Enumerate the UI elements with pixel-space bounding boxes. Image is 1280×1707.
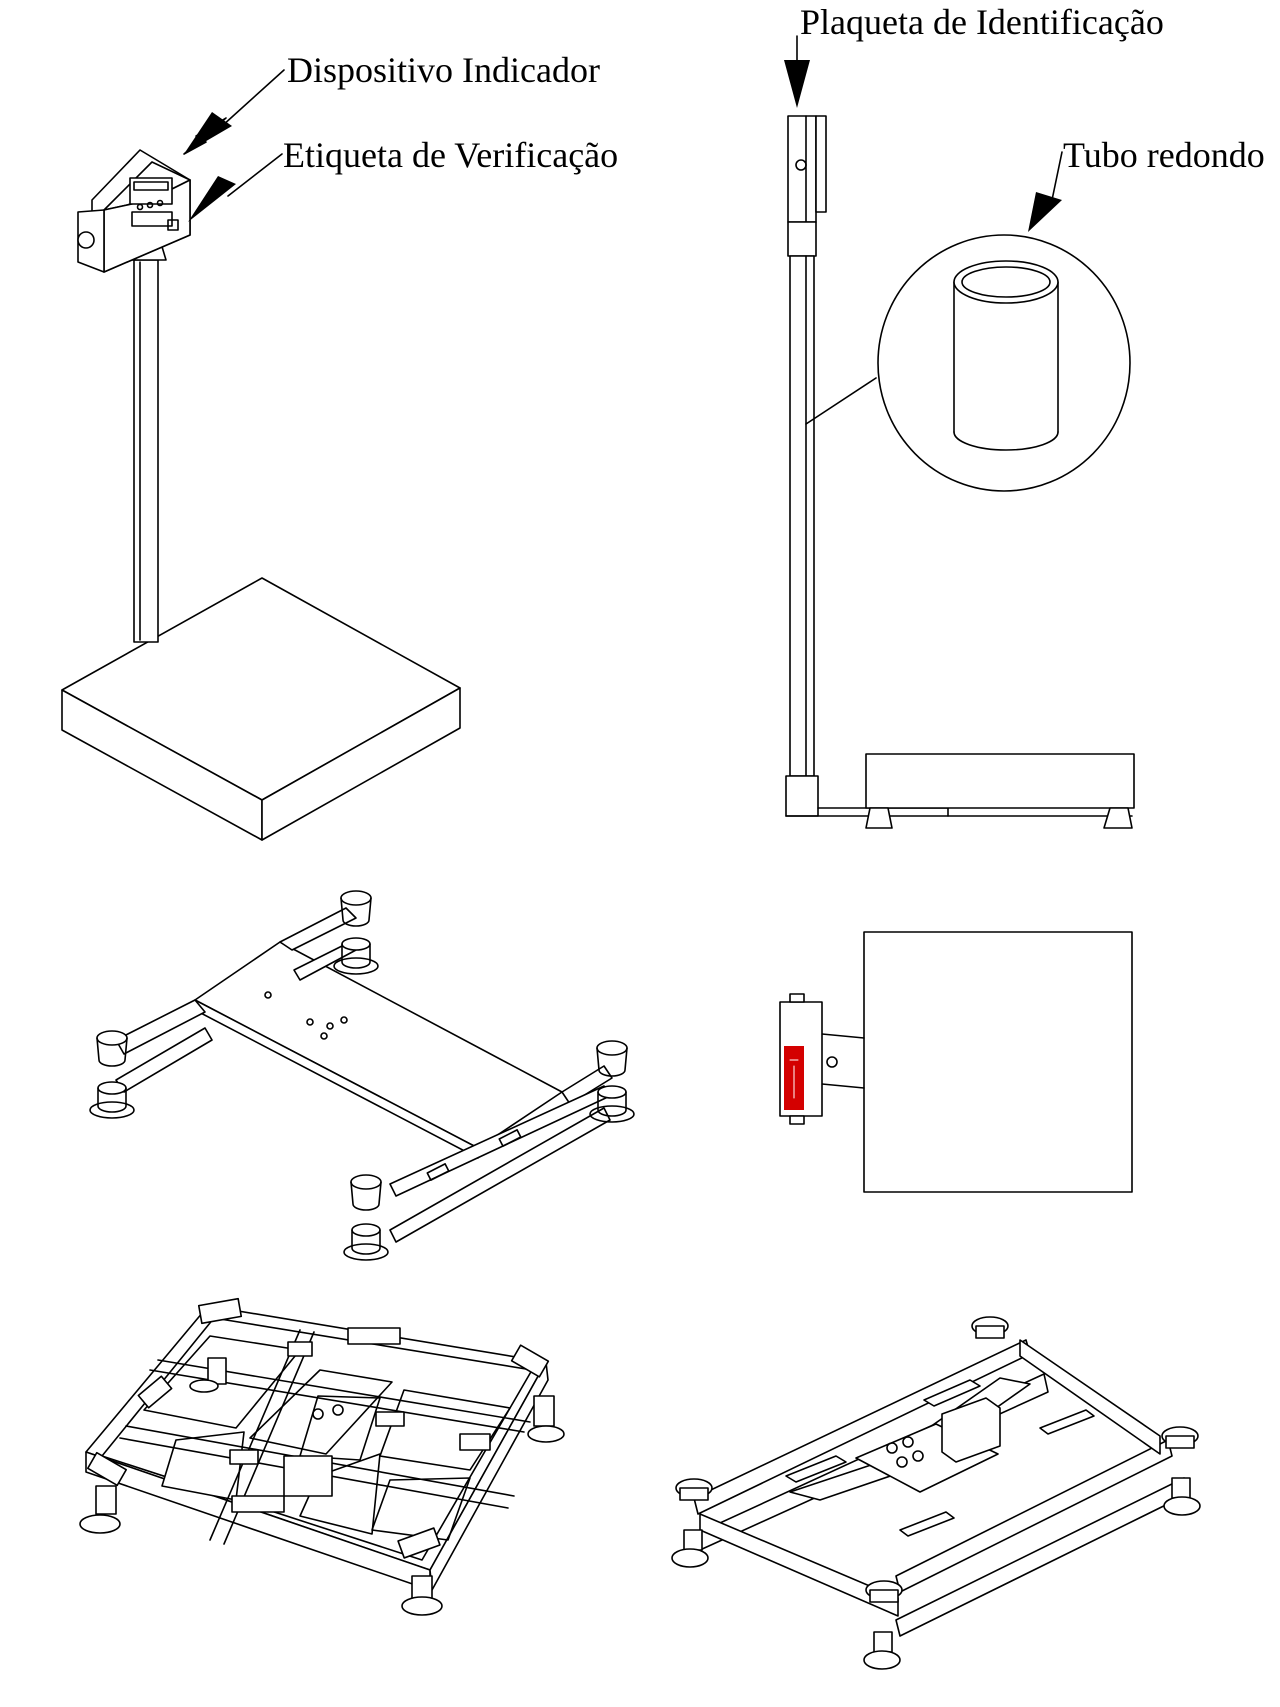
base-frame-drawing — [89, 890, 635, 1261]
label-verification-tag: Etiqueta de Verificação — [283, 135, 619, 175]
foot-front — [343, 1174, 389, 1261]
label-round-tube: Tubo redondo — [1063, 135, 1265, 175]
label-indicator-device: Dispositivo Indicador — [287, 50, 600, 90]
platform-frame-drawing — [79, 1297, 565, 1616]
tube-detail — [805, 234, 1131, 492]
tube-base-feet — [671, 1316, 1201, 1670]
top-view-drawing — [779, 931, 1133, 1193]
label-identification-plate: Plaqueta de Identificação — [800, 2, 1164, 42]
leader-tube — [1028, 151, 1063, 232]
platform-box — [61, 577, 461, 841]
tube-base-drawing — [671, 1316, 1201, 1670]
leader-verification — [188, 153, 283, 222]
isometric-scale-drawing — [61, 69, 461, 841]
indicator-head — [77, 149, 191, 273]
leader-indicator — [183, 69, 285, 155]
foot-top — [333, 890, 379, 975]
foot-right — [589, 1040, 635, 1123]
foot-left — [89, 1030, 135, 1119]
column — [125, 239, 167, 643]
leader-plate — [784, 35, 810, 108]
frame-feet — [79, 1357, 565, 1616]
side-view-drawing — [784, 35, 1135, 829]
